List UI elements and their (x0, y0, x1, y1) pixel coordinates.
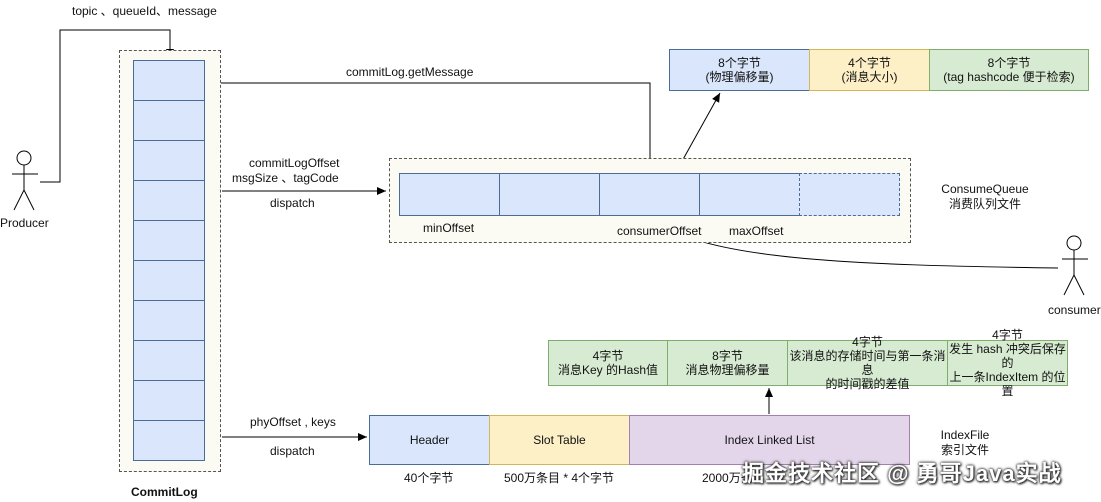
get-message-arrow (207, 79, 651, 172)
commitlog-cell (133, 60, 205, 101)
commitlog-label: CommitLog (131, 485, 198, 499)
list-size-label: 2000万条目 (702, 471, 765, 485)
producer-label: Producer (0, 216, 49, 230)
consume-queue-title: ConsumeQueue (941, 182, 1029, 196)
slot-size-label: 500万条目 * 4个字节 (504, 471, 615, 485)
index-header: Header (369, 415, 490, 465)
header-size-label: 40个字节 (404, 471, 454, 485)
commitlog-cell (133, 140, 205, 181)
cq-cell-4 (699, 173, 800, 216)
index-file-title: IndexFile (940, 428, 990, 442)
producer-message-label: topic 、queueId、message (72, 4, 217, 18)
commitlog-cell (133, 180, 205, 221)
msgsize-tagcode-label: msgSize 、tagCode (232, 171, 339, 185)
cq-entry-message-size: 4个字节(消息大小) (809, 49, 930, 91)
commitlog-cell (133, 260, 205, 301)
index-slot-table: Slot Table (489, 415, 630, 465)
cq-cell-1 (399, 173, 500, 216)
consumer-offset-label: consumerOffset (617, 224, 702, 238)
get-message-label: commitLog.getMessage (346, 65, 474, 79)
cq-cell-3 (599, 173, 700, 216)
producer-icon (12, 150, 38, 211)
cq-cell-2 (499, 173, 600, 216)
commitlog-cell (133, 300, 205, 341)
index-file-subtitle: 索引文件 (940, 443, 989, 457)
index-item-key-hash: 4字节消息Key 的Hash值 (548, 340, 668, 386)
commitlog-cell (133, 420, 205, 461)
dispatch-label-2: dispatch (270, 444, 315, 458)
cq-cell-5 (799, 173, 900, 216)
commitlog-offset-label: commitLogOffset (249, 156, 340, 170)
consumer-label: consumer (1048, 303, 1101, 317)
commitlog-cell (133, 100, 205, 141)
commitlog-cell (133, 220, 205, 261)
watermark: 掘金技术社区 @ 勇哥Java实战 (742, 461, 1062, 486)
max-offset-label: maxOffset (729, 224, 784, 238)
dispatch-label-1: dispatch (270, 196, 315, 210)
commitlog-cell (133, 380, 205, 421)
consume-queue-label: ConsumeQueue 消费队列文件 (935, 182, 1035, 212)
phyoffset-keys-label: phyOffset , keys (250, 415, 336, 429)
commitlog-cell (133, 340, 205, 381)
index-item-time-diff: 4字节该消息的存储时间与第一条消息的时间戳的差值 (787, 335, 948, 391)
consumer-icon (1062, 235, 1088, 296)
index-item-prev-position: 4字节发生 hash 冲突后保存的上一条IndexItem 的位置 (947, 328, 1068, 398)
cq-entry-tag-hashcode: 8个字节(tag hashcode 便于检索) (929, 49, 1089, 91)
index-item-phy-offset: 8字节消息物理偏移量 (667, 340, 788, 386)
consume-queue-subtitle: 消费队列文件 (948, 197, 1021, 211)
cq-entry-physical-offset: 8个字节(物理偏移量) (669, 49, 810, 91)
index-file-label: IndexFile 索引文件 (930, 428, 1000, 458)
producer-arrow (40, 29, 174, 183)
index-linked-list: Index Linked List (629, 415, 910, 465)
min-offset-label: minOffset (423, 221, 475, 235)
